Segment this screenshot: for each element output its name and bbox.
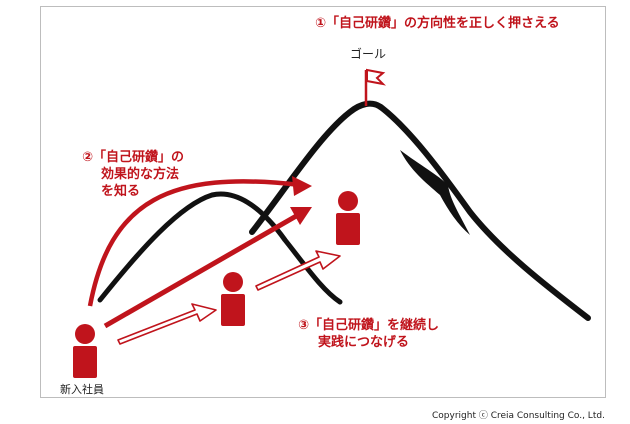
mountain-ridge (400, 150, 470, 235)
arrow-icon (117, 303, 217, 345)
copyright-text: Copyright ⓒ Creia Consulting Co., Ltd. (432, 411, 605, 421)
step1-label: ①「自己研鑽」の方向性を正しく押さえる (315, 16, 560, 31)
arrow-icon (255, 250, 341, 291)
step2-label-line1: ②「自己研鑽」の (82, 150, 185, 165)
step2-label-line3: を知る (101, 184, 141, 199)
step3-label-line2: 実践につなげる (318, 335, 410, 350)
person-icon (221, 272, 245, 326)
step2-label-line2: 効果的な方法 (101, 167, 180, 182)
person-icon (336, 191, 360, 245)
goal-label: ゴール (350, 47, 387, 61)
diagram-frame (40, 6, 606, 398)
direction-arrow (103, 207, 312, 329)
newcomer-label: 新入社員 (60, 383, 104, 396)
small-mountain (97, 191, 343, 305)
big-mountain (249, 100, 591, 321)
person-icon (73, 324, 97, 378)
effective-method-arrow (87, 176, 312, 307)
flag-icon (364, 68, 386, 106)
step3-label-line1: ③「自己研鑽」を継続し (298, 318, 440, 333)
